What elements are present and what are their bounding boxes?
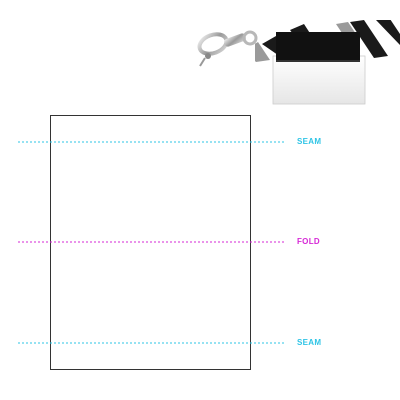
lobster-clasp-icon	[197, 30, 258, 67]
fold-label: FOLD	[297, 237, 320, 246]
seam-label-top: SEAM	[297, 137, 322, 146]
strap-sleeve	[276, 32, 360, 62]
badge-holder	[272, 32, 366, 105]
lanyard-product-image	[197, 20, 400, 105]
seam-label-bottom: SEAM	[297, 338, 322, 347]
